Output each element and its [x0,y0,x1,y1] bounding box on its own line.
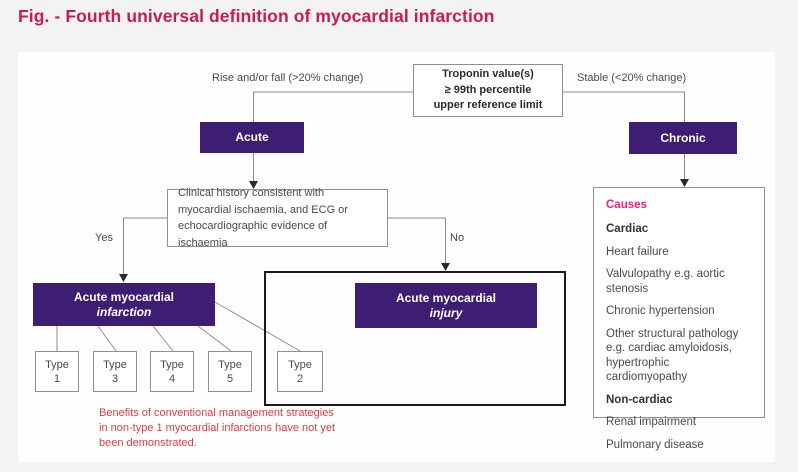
type-1-box: Type 1 [35,351,79,392]
chronic-node: Chronic [629,122,737,154]
causes-heading: Causes [606,199,647,211]
type-2-word: Type [288,358,312,371]
type-1-word: Type [45,358,69,371]
connector-to-type5 [197,325,232,352]
type-2-number: 2 [296,372,304,385]
chronic-label: Chronic [660,130,706,145]
type-5-word: Type [218,358,242,371]
arrowhead-injury [441,263,450,271]
clinical-history-text: Clinical history consistent with myocard… [178,187,348,249]
injury-line-2: injury [429,305,463,320]
no-label: No [450,232,465,244]
figure-title: Fig. - Fourth universal definition of my… [18,6,495,26]
connector-yes-path [123,217,167,274]
connector-to-type4 [152,325,174,352]
troponin-box: Troponin value(s) ≥ 99th percentile uppe… [413,64,563,117]
acute-myocardial-injury-node: Acute myocardial injury [355,283,537,328]
connector-to-type2 [214,301,301,352]
type-5-number: 5 [226,372,234,385]
causes-item-other-structural: Other structural pathology e.g. cardiac … [606,327,739,384]
footnote-line-1: Benefits of conventional management stra… [99,407,334,419]
connector-troponin-to-chronic [563,91,685,122]
injury-line-1: Acute myocardial [395,290,497,305]
injury-outline-container [264,271,566,406]
footnote-line-3: been demonstrated. [99,437,197,449]
infarction-line-2: infarction [96,304,152,319]
footnote: Benefits of conventional management stra… [99,406,335,451]
acute-node: Acute [200,122,304,153]
causes-item-heart-failure: Heart failure [606,245,669,258]
causes-item-pulmonary-disease: Pulmonary disease [606,438,704,451]
yes-label: Yes [95,232,113,244]
footnote-line-2: in non-type 1 myocardial infarctions hav… [99,422,336,434]
type-5-box: Type 5 [208,351,252,392]
type-4-number: 4 [168,372,176,385]
acute-label: Acute [235,130,269,144]
type-2-box: Type 2 [277,351,323,392]
troponin-line-1: Troponin value(s) [442,68,534,81]
stable-edge-label: Stable (<20% change) [577,72,687,84]
causes-item-non-cardiac: Non-cardiac [606,393,673,406]
arrowhead-infarction [119,274,128,282]
acute-myocardial-infarction-node: Acute myocardial infarction [33,283,215,326]
troponin-line-2: ≥ 99th percentile [444,83,532,96]
type-3-number: 3 [111,372,119,385]
connector-troponin-to-acute [253,91,413,122]
causes-item-chronic-hypertension: Chronic hypertension [606,305,715,317]
causes-panel: Causes Cardiac Heart failure Valvulopath… [593,187,765,451]
arrowhead-causes [680,179,689,187]
causes-item-renal-impairment: Renal impairment [606,416,697,428]
clinical-history-box: Clinical history consistent with myocard… [167,187,388,249]
type-4-word: Type [160,358,184,371]
causes-item-valvulopathy: Valvulopathy e.g. aortic stenosis [606,268,725,295]
type-1-number: 1 [53,372,61,385]
causes-item-cardiac: Cardiac [606,223,649,235]
connector-no-path [388,217,446,263]
type-3-word: Type [103,358,127,371]
troponin-line-3: upper reference limit [433,99,543,112]
rise-fall-edge-label: Rise and/or fall (>20% change) [212,72,364,84]
arrowhead-clinical [249,181,258,189]
connector-to-type3 [97,325,117,352]
type-3-box: Type 3 [93,351,137,392]
infarction-line-1: Acute myocardial [73,289,175,304]
type-4-box: Type 4 [150,351,194,392]
